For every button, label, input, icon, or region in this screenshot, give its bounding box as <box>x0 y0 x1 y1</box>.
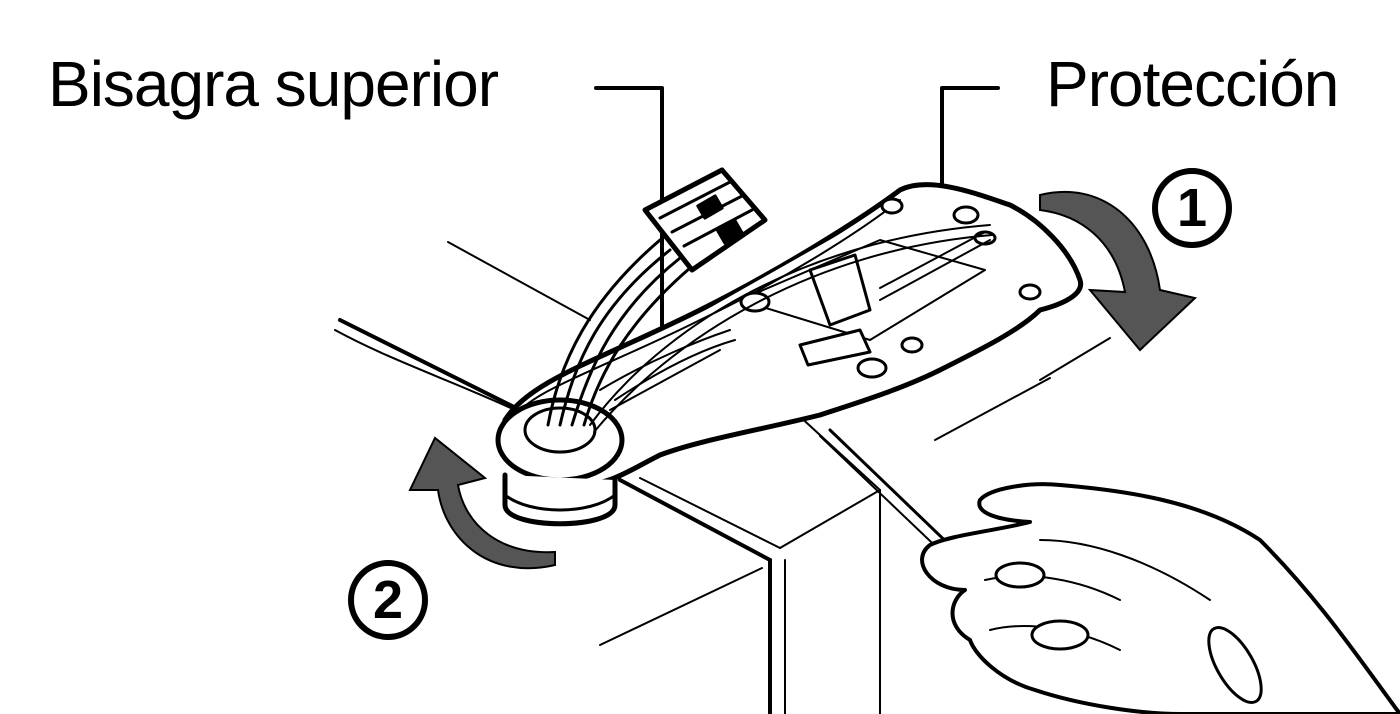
hinge-pin <box>495 397 625 527</box>
hinge-bracket <box>501 182 1084 488</box>
wire-connector-icon <box>642 167 768 273</box>
rotate-clockwise-arrow-icon <box>1039 190 1198 352</box>
hinge-label: Bisagra superior <box>48 48 499 120</box>
hand-with-screwdriver-icon <box>920 482 1400 714</box>
step-badge-2: 2 <box>348 560 428 640</box>
cover-label: Protección <box>1046 48 1339 120</box>
rotate-counterclockwise-arrow-icon <box>408 436 556 570</box>
wire-bundle <box>546 224 993 433</box>
screwdriver <box>819 428 962 561</box>
step-badge-1: 1 <box>1152 168 1232 248</box>
